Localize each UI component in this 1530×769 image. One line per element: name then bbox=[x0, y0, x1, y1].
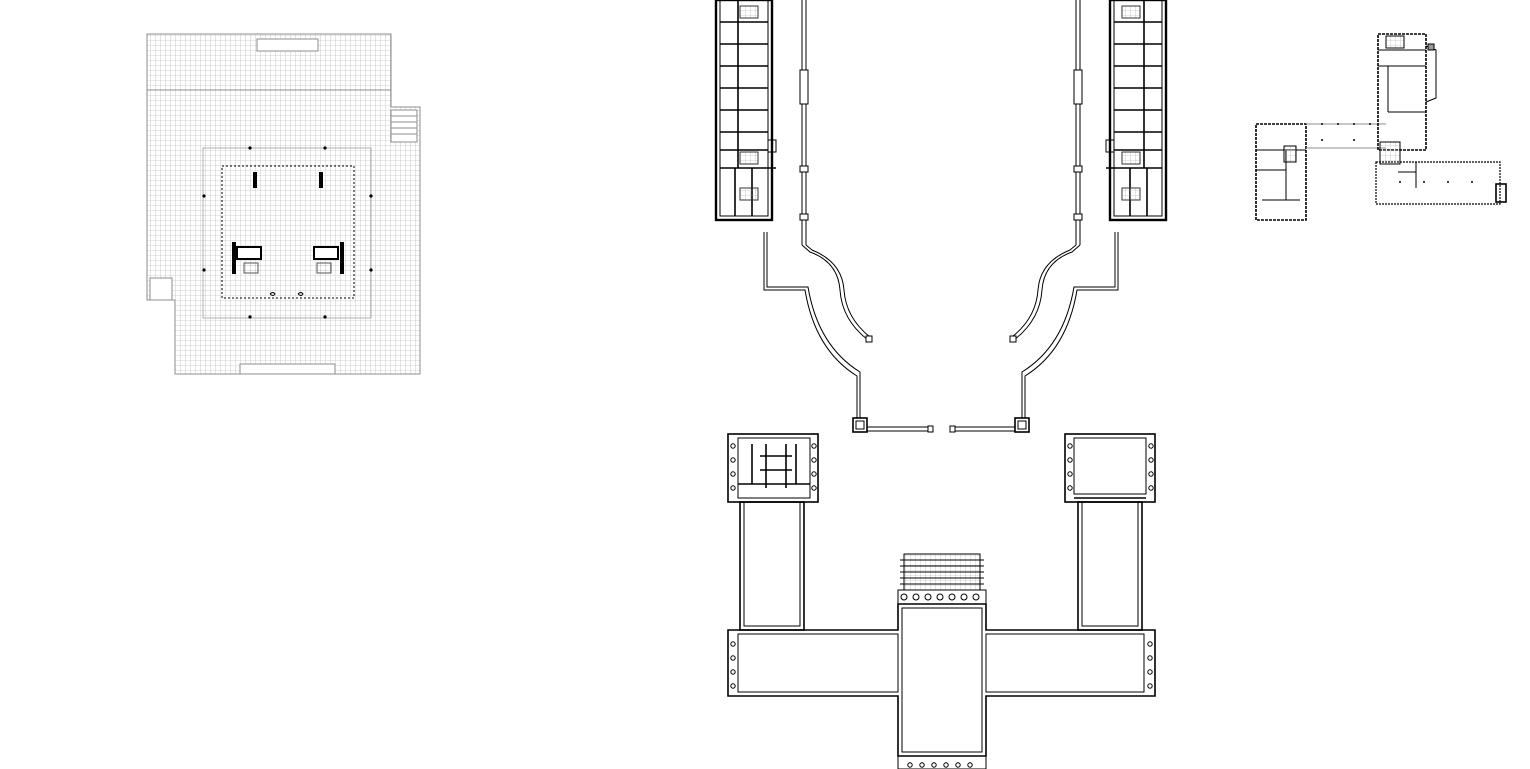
plaza-inner-court bbox=[202, 147, 372, 319]
pavilion-core-right bbox=[313, 242, 344, 274]
plaza-plan bbox=[146, 33, 421, 375]
left-upper-wing bbox=[714, 0, 777, 222]
west-block bbox=[1255, 123, 1307, 221]
inner-fence-right bbox=[1009, 0, 1083, 343]
pavilion-wall-right bbox=[319, 172, 323, 188]
outer-wall-left bbox=[763, 232, 934, 433]
outer-wall-right bbox=[949, 232, 1119, 433]
north-block bbox=[1377, 33, 1427, 151]
plaza-top-bench bbox=[256, 38, 319, 52]
plaza-left-steps bbox=[149, 277, 173, 301]
pinwheel-building-plan bbox=[1255, 33, 1507, 221]
lower-left-pavilion bbox=[727, 433, 819, 503]
east-block bbox=[1375, 161, 1501, 205]
plaza-columns bbox=[202, 146, 373, 319]
plaza-bottom-steps bbox=[239, 363, 336, 375]
plaza-paving bbox=[146, 33, 421, 375]
lower-right-pavilion bbox=[1064, 433, 1156, 503]
right-upper-wing bbox=[1105, 0, 1168, 222]
pavilion-wall-left bbox=[253, 172, 257, 188]
main-cross-building bbox=[727, 553, 1156, 769]
plaza-right-steps bbox=[390, 109, 418, 143]
pavilion-outline bbox=[221, 165, 355, 299]
pavilion-core-left bbox=[232, 242, 262, 274]
inner-fence-left bbox=[799, 0, 873, 343]
palace-ensemble-plan bbox=[714, 0, 1168, 769]
